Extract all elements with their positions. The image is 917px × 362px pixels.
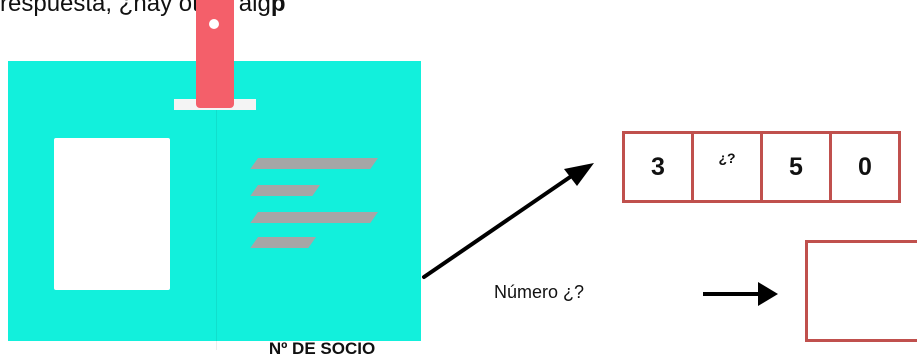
digit-value: 0 xyxy=(858,152,872,181)
digit-box-4: 0 xyxy=(829,131,901,203)
diagonal-arrow-head xyxy=(564,163,594,186)
digit-box-1: 3 xyxy=(622,131,694,203)
digit-value: 3 xyxy=(651,152,665,181)
arrows-layer xyxy=(422,163,778,306)
digit-box-3: 5 xyxy=(760,131,832,203)
card-divider xyxy=(216,110,217,350)
badge-strap xyxy=(196,0,234,108)
diagonal-arrow-line xyxy=(422,173,575,279)
right-arrow-head xyxy=(758,282,778,306)
question-label: Número ¿? xyxy=(494,282,585,302)
member-number-label: Nº DE SOCIO xyxy=(268,339,376,358)
photo-placeholder xyxy=(54,138,170,290)
badge-strap-hole xyxy=(209,19,219,29)
digit-value: ¿? xyxy=(718,150,736,166)
answer-box xyxy=(805,240,917,342)
digit-boxes: 3 ¿? 5 0 xyxy=(622,131,901,203)
header-text-bold: p xyxy=(270,0,286,17)
digit-box-unknown: ¿? xyxy=(691,131,763,203)
digit-value: 5 xyxy=(789,152,803,181)
